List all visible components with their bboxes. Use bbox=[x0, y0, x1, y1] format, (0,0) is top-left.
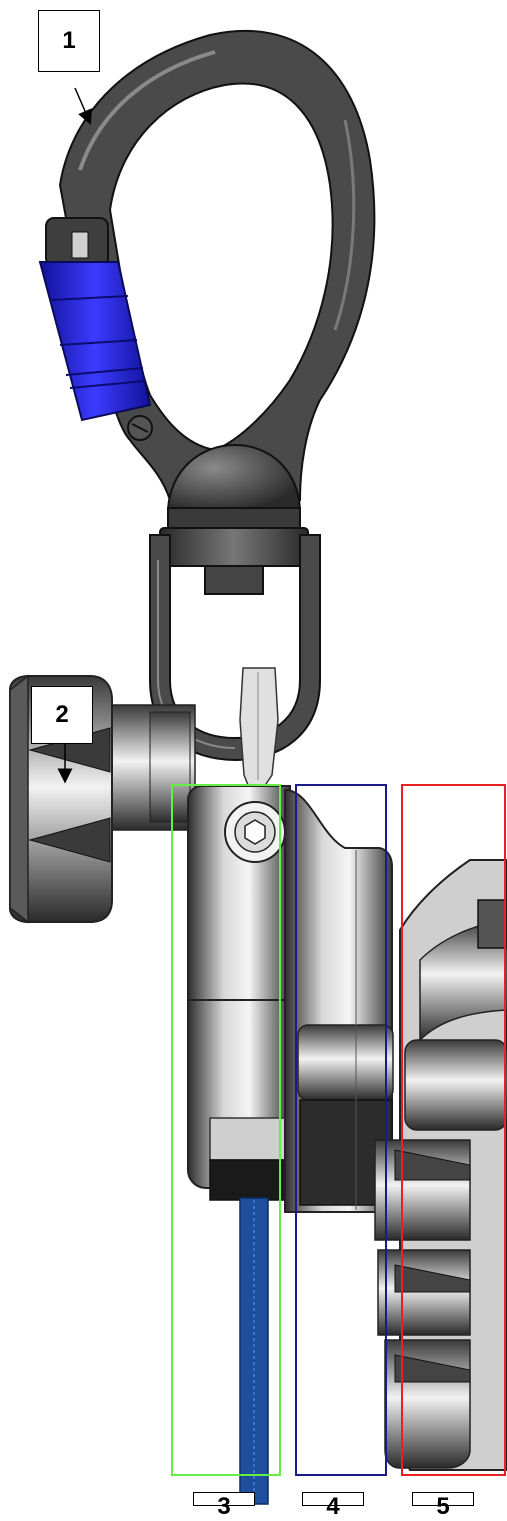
rope bbox=[239, 1197, 269, 1505]
zone-4-highlight bbox=[295, 784, 387, 1476]
callout-4: 4 bbox=[302, 1492, 364, 1520]
callout-1-arrow bbox=[74, 87, 92, 125]
zone-5-highlight bbox=[401, 784, 506, 1476]
callout-5: 5 bbox=[412, 1492, 474, 1520]
zone-3-highlight bbox=[171, 784, 281, 1476]
descender-device-icon bbox=[187, 785, 507, 1471]
callout-1: 1 bbox=[38, 10, 100, 72]
callout-2: 2 bbox=[31, 686, 93, 744]
carabiner-icon bbox=[38, 29, 376, 762]
connector-strap bbox=[239, 667, 279, 791]
callout-3: 3 bbox=[193, 1492, 255, 1520]
